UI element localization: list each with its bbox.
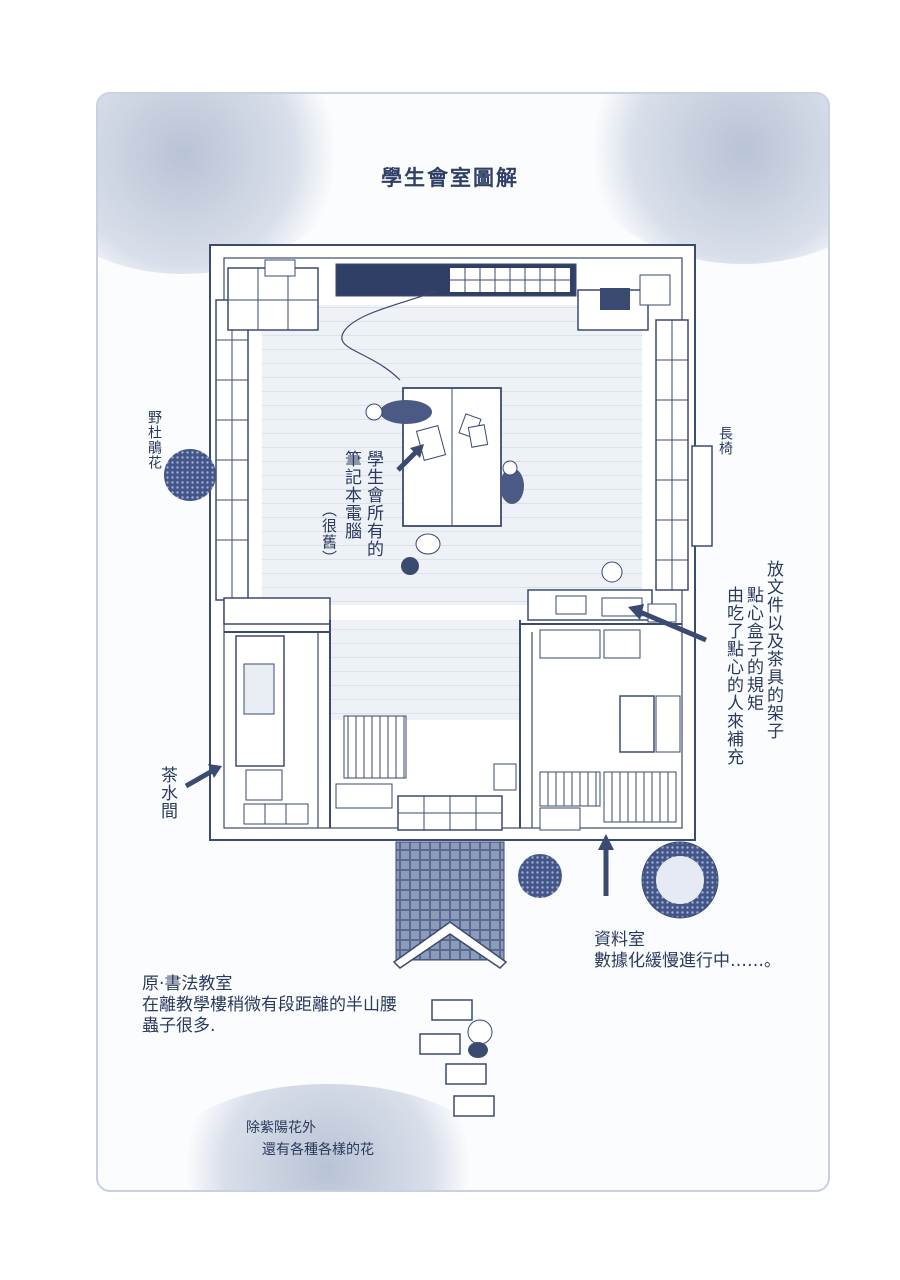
archive-room-fixtures	[539, 629, 681, 831]
label-tea-room: 茶水間	[157, 766, 177, 820]
left-window	[215, 299, 249, 601]
arrow-tea-room	[184, 764, 222, 789]
shoe-rack	[335, 783, 393, 809]
trash-bin	[493, 763, 517, 791]
top-window	[335, 263, 577, 297]
label-flowers-2: 還有各種各樣的花	[262, 1142, 374, 1158]
entrance-path	[395, 841, 505, 961]
right-window	[655, 319, 689, 591]
arrow-laptop	[396, 444, 424, 472]
laptop-cable	[341, 289, 437, 381]
label-shelf-1: 放文件以及茶具的架子	[763, 560, 783, 740]
stair-slats	[343, 715, 407, 779]
person-icons	[365, 400, 623, 1058]
arrow-archive	[598, 834, 614, 896]
entrance-roof	[392, 921, 508, 969]
label-origin-2: 在離教學樓稍微有段距離的半山腰	[142, 995, 397, 1015]
corridor-floor	[330, 620, 520, 720]
bush-large-highlight	[656, 856, 704, 904]
arrow-shelf	[628, 604, 707, 643]
label-origin-1: 原·書法教室	[142, 974, 233, 994]
azalea-bush	[164, 449, 216, 501]
label-laptop-3: （很舊）	[320, 502, 338, 566]
diagram-title: 學生會室圖解	[381, 166, 519, 190]
label-archive-title: 資料室	[594, 930, 645, 950]
label-origin-3: 蟲子很多.	[142, 1016, 216, 1036]
stepping-stones	[419, 999, 495, 1117]
label-flowers-1: 除紫陽花外	[246, 1120, 316, 1136]
bush-small	[518, 854, 562, 898]
interior-walls	[223, 597, 682, 828]
tea-room-fixtures	[235, 635, 309, 825]
label-archive-status: 數據化緩慢進行中……。	[594, 951, 781, 971]
label-laptop-2: 筆記本電腦	[341, 450, 361, 540]
label-laptop-1: 學生會所有的	[363, 450, 383, 558]
label-bench: 長椅	[717, 426, 733, 456]
bench	[691, 445, 713, 547]
label-shelf-3: 由吃了點心的人來補充	[723, 586, 743, 766]
top-left-cabinet	[227, 259, 319, 331]
label-shelf-2: 點心盒子的規矩	[743, 586, 763, 712]
top-right-desk	[577, 274, 671, 331]
label-wild-azalea: 野杜鵑花	[146, 410, 162, 470]
